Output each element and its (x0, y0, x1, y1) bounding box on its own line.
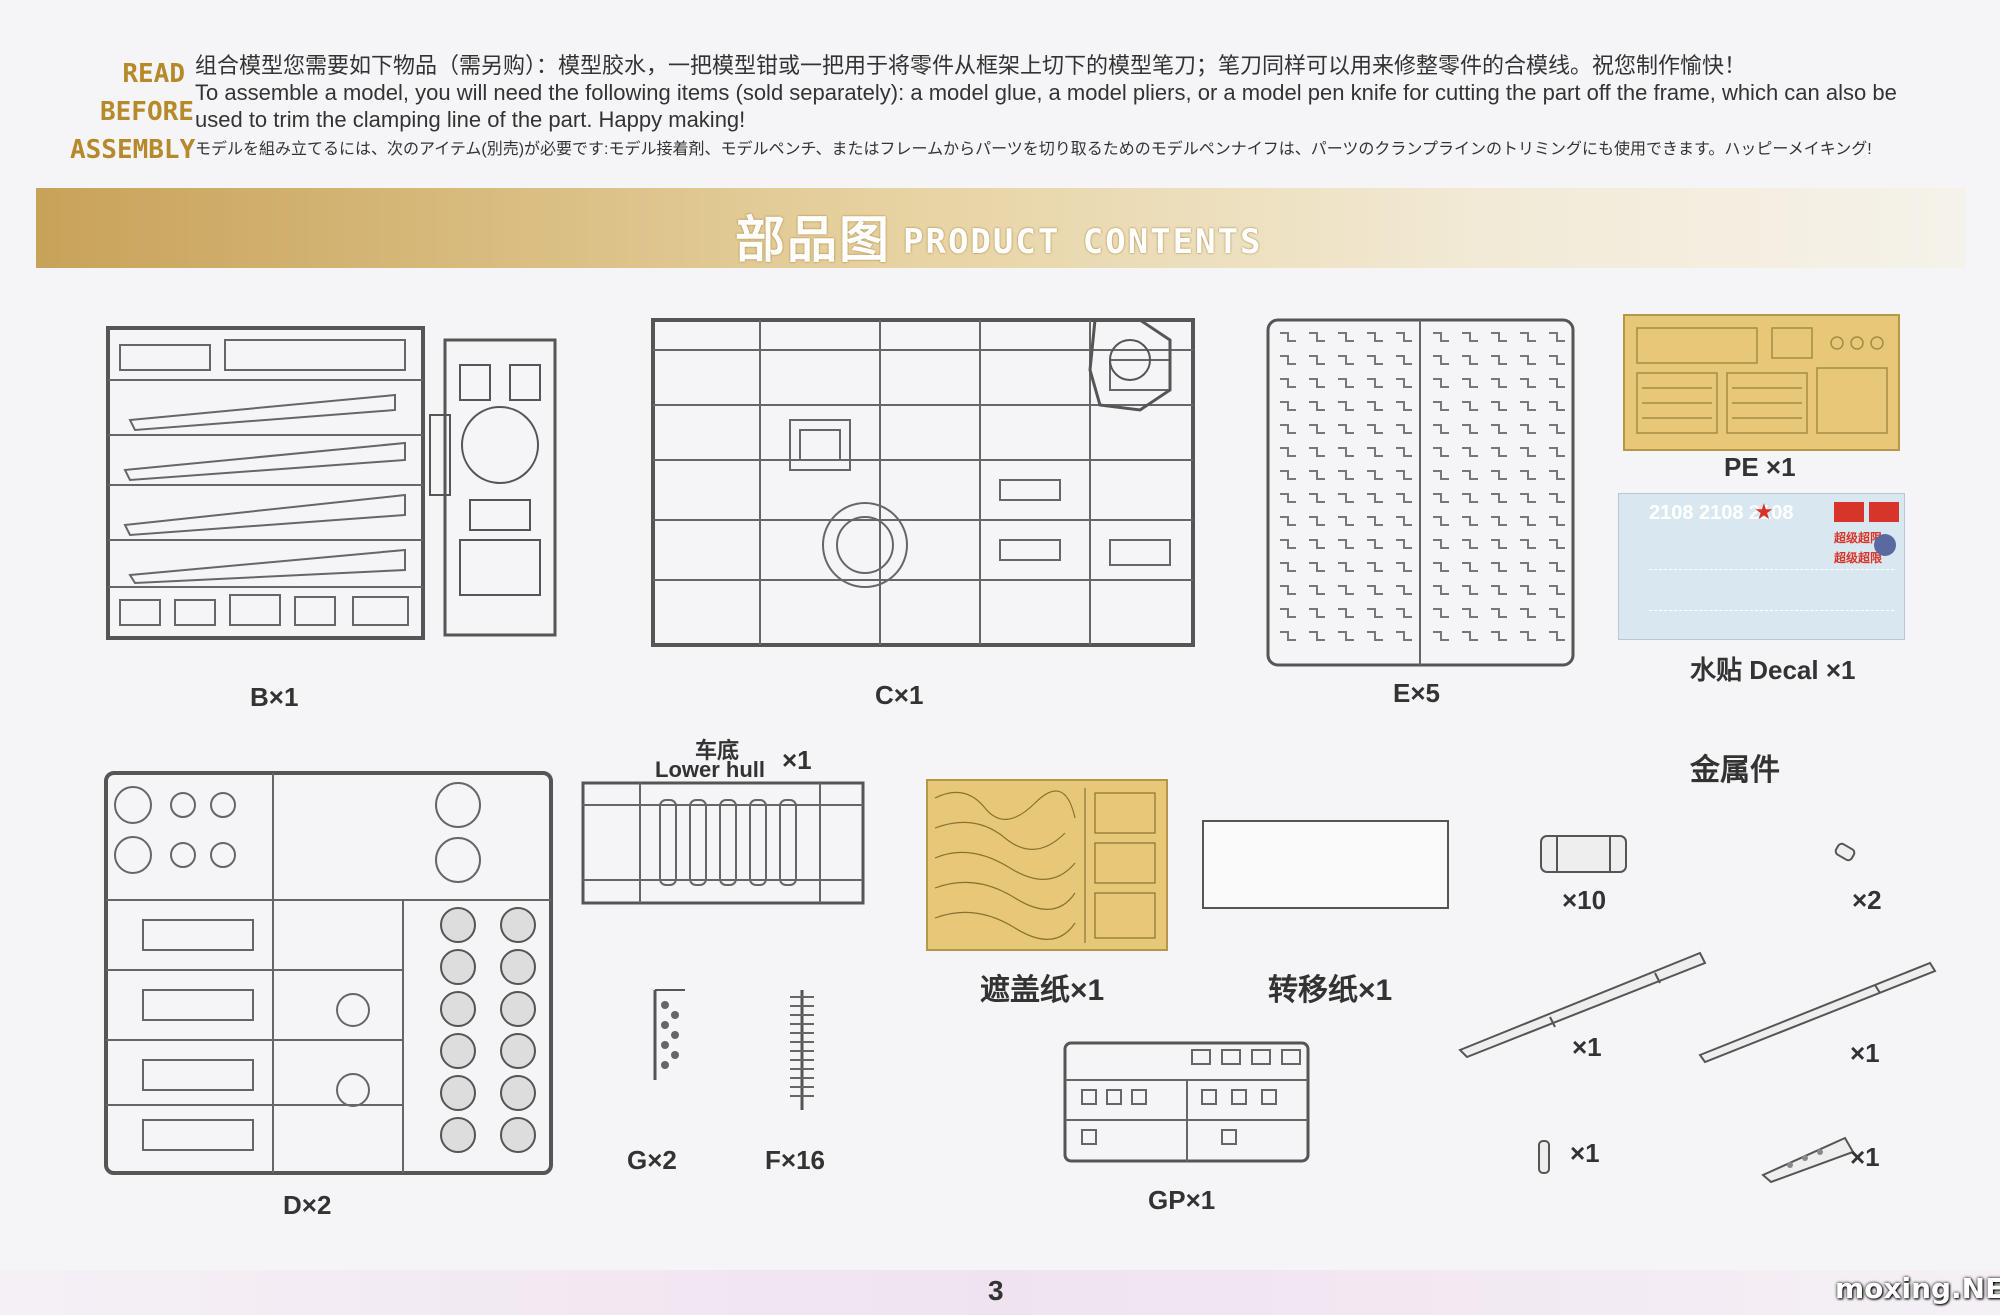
sprue-gp-drawing (1063, 1041, 1310, 1163)
label-sprue-gp: GP×1 (1148, 1185, 1216, 1215)
intro-text-cn: 组合模型您需要如下物品（需另购）：模型胶水，一把模型钳或一把用于将零件从框架上切… (195, 53, 1747, 78)
masking-sheet-drawing (926, 779, 1168, 951)
banner-title: 部品图 PRODUCT CONTENTS (735, 200, 1263, 272)
label-metal-qty-3: ×1 (1572, 1032, 1602, 1062)
decal-emblem-icon (1874, 534, 1896, 556)
page-footer-band (0, 1270, 2000, 1315)
decal-text-cn-1: 超级超限 (1834, 531, 1883, 545)
label-transfer-sheet: 转移纸×1 (1268, 974, 1393, 1007)
label-masking-sheet: 遮盖纸×1 (980, 974, 1105, 1007)
label-sprue-c: C×1 (875, 680, 924, 710)
intro-text-en: To assemble a model, you will need the f… (195, 80, 1897, 132)
decal-flag-icon (1834, 502, 1864, 522)
label-sprue-b: B×1 (250, 682, 299, 712)
heading-assembly: ASSEMBLY (70, 135, 196, 165)
decal-text-cn-2: 超级超限 (1834, 551, 1883, 565)
metal-pin-drawing (1834, 842, 1856, 862)
read-before-assembly-heading: READ BEFORE ASSEMBLY (70, 55, 195, 169)
intro-text: 组合模型您需要如下物品（需另购）：模型胶水，一把模型钳或一把用于将零件从框架上切… (195, 52, 1935, 163)
label-metal-qty-2: ×2 (1852, 885, 1882, 915)
metal-barrel-2-drawing (1698, 961, 1937, 1064)
pe-fret-drawing (1623, 314, 1900, 451)
sprue-e-drawing (1266, 318, 1575, 667)
label-lower-hull-cn: 车底 (695, 738, 740, 763)
label-lower-hull-qty: ×1 (782, 745, 812, 775)
metal-barrel-1-drawing (1458, 951, 1707, 1059)
heading-before: BEFORE (100, 97, 194, 127)
label-lower-hull-en: Lower hull (655, 757, 765, 782)
metal-sleeve-drawing (1761, 1136, 1855, 1184)
sprue-b-drawing (106, 326, 557, 640)
label-pe: PE ×1 (1724, 452, 1796, 482)
decal-number-1: 2108 (1649, 502, 1694, 524)
transfer-sheet (1202, 820, 1449, 909)
label-sprue-f: F×16 (765, 1145, 825, 1175)
label-metal-qty-1: ×10 (1562, 885, 1607, 915)
heading-read: READ (122, 59, 185, 89)
intro-text-jp: モデルを組み立てるには、次のアイテム(別売)が必要です:モデル接着剤、モデルペン… (195, 141, 1872, 158)
label-sprue-e: E×5 (1393, 678, 1440, 708)
decal-flag-icon (1869, 502, 1899, 522)
label-metal-parts: 金属件 (1690, 754, 1780, 787)
label-decal: 水贴 Decal ×1 (1690, 655, 1856, 685)
banner-title-cn: 部品图 (735, 212, 891, 268)
banner-title-en: PRODUCT CONTENTS (903, 222, 1263, 262)
decal-number-3: 2108 (1749, 502, 1794, 524)
decal-number-2: 2108 (1699, 502, 1744, 524)
sprue-c-drawing (651, 318, 1195, 647)
decal-numbers-strip (1649, 569, 1894, 611)
sprue-g-drawing (653, 989, 685, 1080)
metal-rod-drawing (1538, 1140, 1550, 1174)
label-sprue-g: G×2 (627, 1145, 677, 1175)
sprue-f-drawing (790, 990, 814, 1110)
product-contents-banner (36, 188, 1966, 268)
lower-hull-drawing (581, 781, 865, 905)
decal-star-icon: ★ (1754, 499, 1774, 524)
sprue-d-drawing (104, 771, 553, 1175)
label-metal-qty-4: ×1 (1850, 1038, 1880, 1068)
label-sprue-d: D×2 (283, 1190, 332, 1220)
label-metal-qty-5: ×1 (1570, 1138, 1600, 1168)
decal-sheet: 2108 2108 2108 ★ 超级超限 超级超限 (1618, 493, 1905, 640)
page-number: 3 (988, 1275, 1004, 1306)
site-watermark: moxing.NET (1835, 1272, 2000, 1305)
label-metal-qty-6: ×1 (1850, 1142, 1880, 1172)
metal-spring-drawing (1540, 835, 1627, 873)
